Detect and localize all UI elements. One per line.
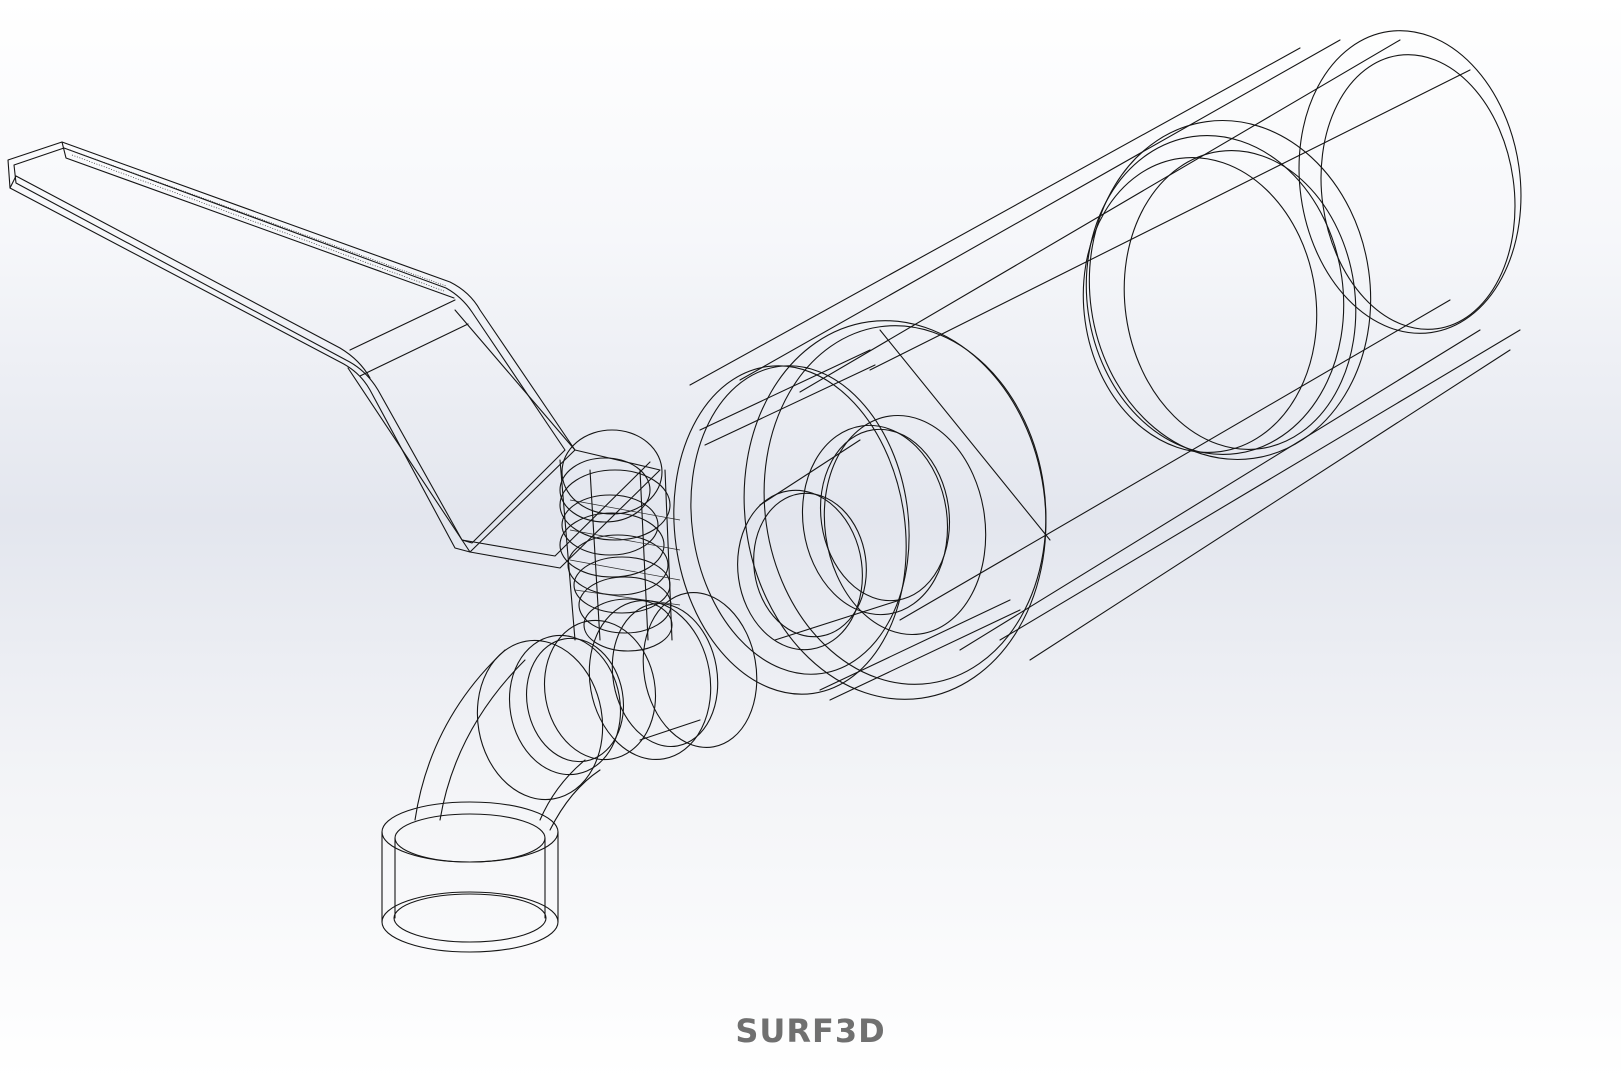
end-collar: [381, 801, 559, 953]
valve-body-cylinder: [689, 30, 1522, 661]
valve-stem: [559, 429, 681, 652]
lever-handle: [7, 141, 661, 569]
inner-seat-rings: [737, 414, 987, 651]
watermark-logo: SURF3D: [735, 1012, 886, 1050]
elbow-outlet-pipe: [414, 592, 758, 831]
valve-body-flange: [673, 320, 1051, 701]
